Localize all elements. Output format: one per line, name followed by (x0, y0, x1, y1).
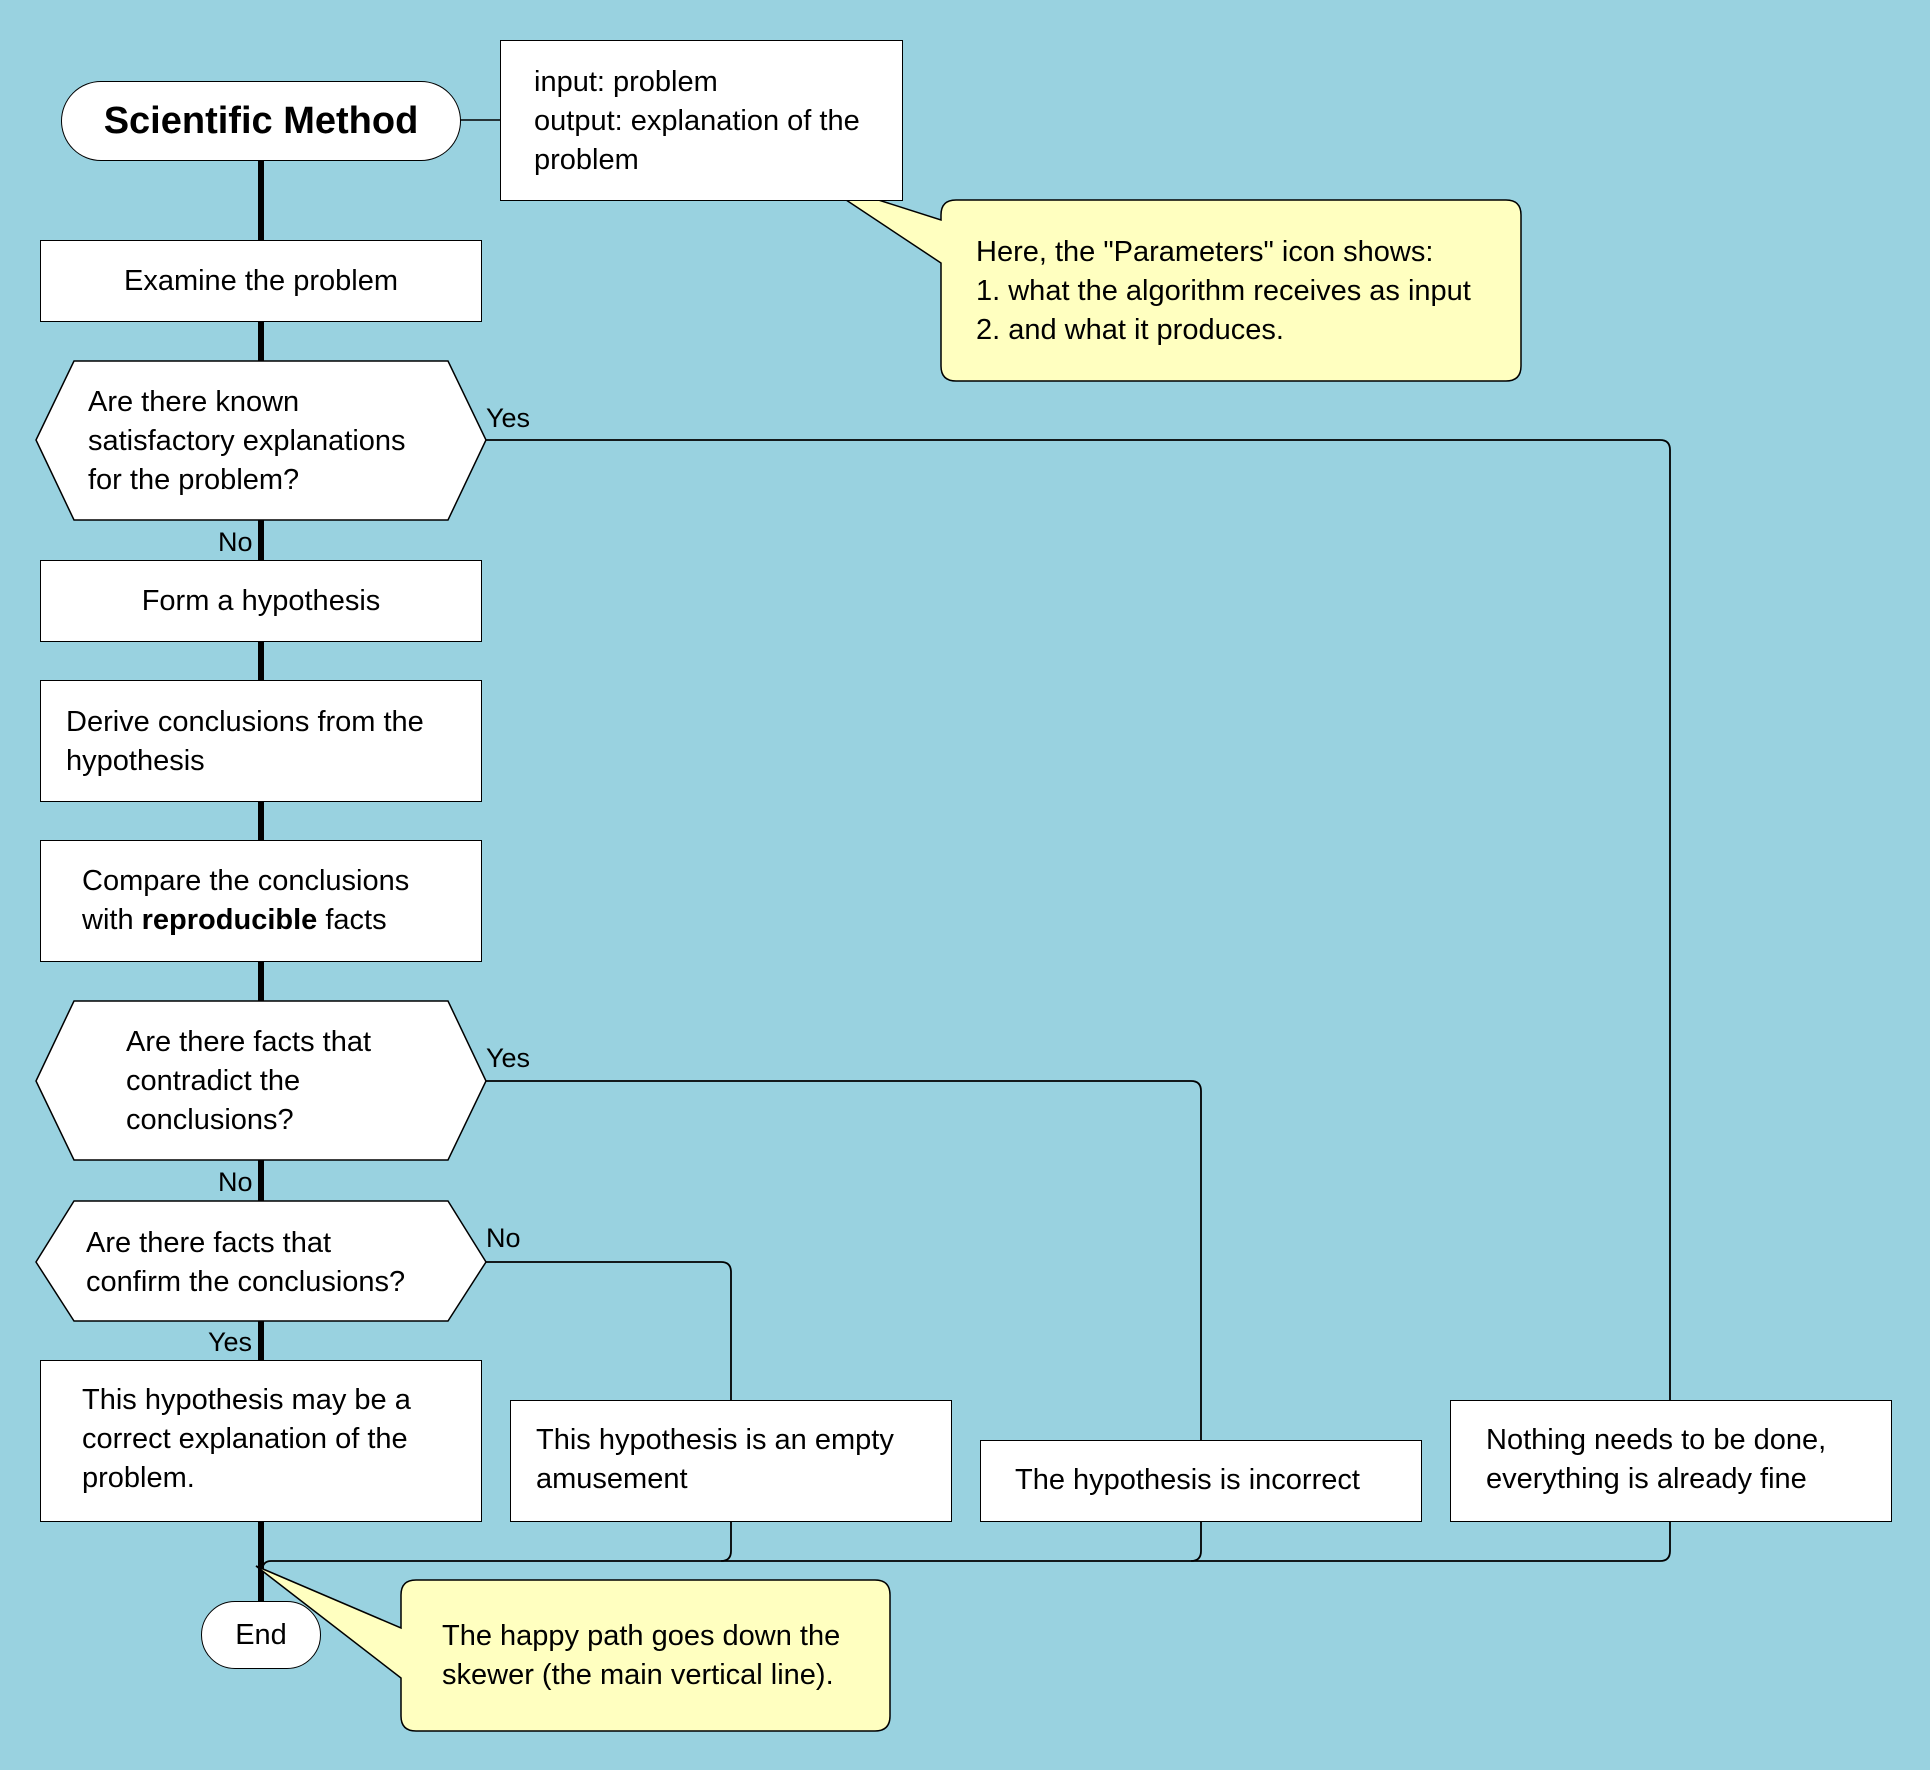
step-compare-post: facts (317, 904, 387, 936)
outcome-nothing-line1: Nothing needs to be done, (1486, 1424, 1827, 1456)
decision-contradict: Are there facts that contradict the conc… (126, 1023, 371, 1140)
decision-known-shape (35, 360, 487, 521)
edge-label-yes-confirm: Yes (208, 1327, 253, 1357)
outcome-nothing-needed: Nothing needs to be done, everything is … (1450, 1400, 1892, 1522)
merge-empty (720, 1520, 732, 1562)
step-compare: Compare the conclusions with reproducibl… (40, 840, 482, 962)
step-compare-bold: reproducible (141, 904, 318, 936)
callout-parameters-line1: Here, the "Parameters" icon shows: (976, 236, 1434, 268)
decision-contradict-line1: Are there facts that (126, 1026, 372, 1058)
edge-label-no-contradict: No (218, 1167, 253, 1197)
step-derive: Derive conclusions from the hypothesis (40, 680, 482, 802)
edge-label-yes-known: Yes (486, 403, 531, 433)
decision-known-line3: for the problem? (88, 464, 300, 496)
decision-confirm-line2: confirm the conclusions? (86, 1266, 406, 1298)
outcome-correct: This hypothesis may be a correct explana… (40, 1360, 482, 1522)
branch-yes-contradict (486, 1080, 1202, 1440)
start-terminal: Scientific Method (61, 81, 461, 161)
outcome-correct-line3: problem. (82, 1462, 195, 1494)
outcome-incorrect-label: The hypothesis is incorrect (1015, 1464, 1360, 1496)
decision-confirm: Are there facts that confirm the conclus… (86, 1224, 405, 1302)
step-compare-pre: with (82, 904, 142, 936)
step-compare-line1: Compare the conclusions (82, 865, 410, 897)
parameters-output-2: problem (534, 144, 639, 176)
decision-contradict-line2: contradict the (126, 1065, 301, 1097)
step-derive-line1: Derive conclusions from the (66, 706, 424, 738)
outcome-empty-line2: amusement (536, 1463, 688, 1495)
outcome-empty-amusement: This hypothesis is an empty amusement (510, 1400, 952, 1522)
step-compare-line2: with reproducible facts (82, 901, 481, 940)
decision-known: Are there known satisfactory explanation… (88, 383, 406, 500)
outcome-correct-line2: correct explanation of the (82, 1423, 408, 1455)
parameters-output-1: output: explanation of the (534, 105, 860, 137)
decision-confirm-shape (35, 1200, 487, 1322)
outcome-correct-line1: This hypothesis may be a (82, 1384, 411, 1416)
callout-parameters-line2: 1. what the algorithm receives as input (976, 275, 1471, 307)
page-title: Scientific Method (103, 99, 419, 142)
end-label: End (235, 1618, 287, 1651)
step-examine-label: Examine the problem (123, 264, 399, 297)
callout-parameters: Here, the "Parameters" icon shows: 1. wh… (976, 233, 1471, 350)
merge-incorrect (1190, 1520, 1202, 1562)
decision-known-line1: Are there known (88, 386, 300, 418)
outcome-nothing-line2: everything is already fine (1486, 1463, 1807, 1495)
callout-happy-path: The happy path goes down the skewer (the… (442, 1617, 840, 1695)
edge-label-no-confirm: No (486, 1223, 521, 1253)
outcome-incorrect: The hypothesis is incorrect (980, 1440, 1422, 1522)
branch-no-confirm (486, 1261, 732, 1400)
merge-line (261, 1520, 1671, 1571)
parameters-box: input: problem output: explanation of th… (500, 40, 903, 201)
edge-label-yes-contradict: Yes (486, 1043, 531, 1073)
callout-happy-line2: skewer (the main vertical line). (442, 1659, 834, 1691)
decision-contradict-line3: conclusions? (126, 1104, 294, 1136)
callout-parameters-shape (815, 179, 1522, 382)
step-form-label: Form a hypothesis (141, 584, 381, 617)
step-derive-line2: hypothesis (66, 745, 205, 777)
outcome-empty-line1: This hypothesis is an empty (536, 1424, 894, 1456)
decision-contradict-shape (35, 1000, 487, 1161)
callout-happy-line1: The happy path goes down the (442, 1620, 841, 1652)
decision-known-line2: satisfactory explanations (88, 425, 406, 457)
callout-parameters-line3: 2. and what it produces. (976, 314, 1284, 346)
end-terminal: End (201, 1601, 321, 1669)
edge-label-no-known: No (218, 527, 253, 557)
callout-happy-shape (255, 1565, 891, 1732)
step-form-hypothesis: Form a hypothesis (40, 560, 482, 642)
branch-yes-known (486, 439, 1671, 1400)
parameters-input: input: problem (534, 66, 718, 98)
step-examine: Examine the problem (40, 240, 482, 322)
decision-confirm-line1: Are there facts that (86, 1227, 332, 1259)
